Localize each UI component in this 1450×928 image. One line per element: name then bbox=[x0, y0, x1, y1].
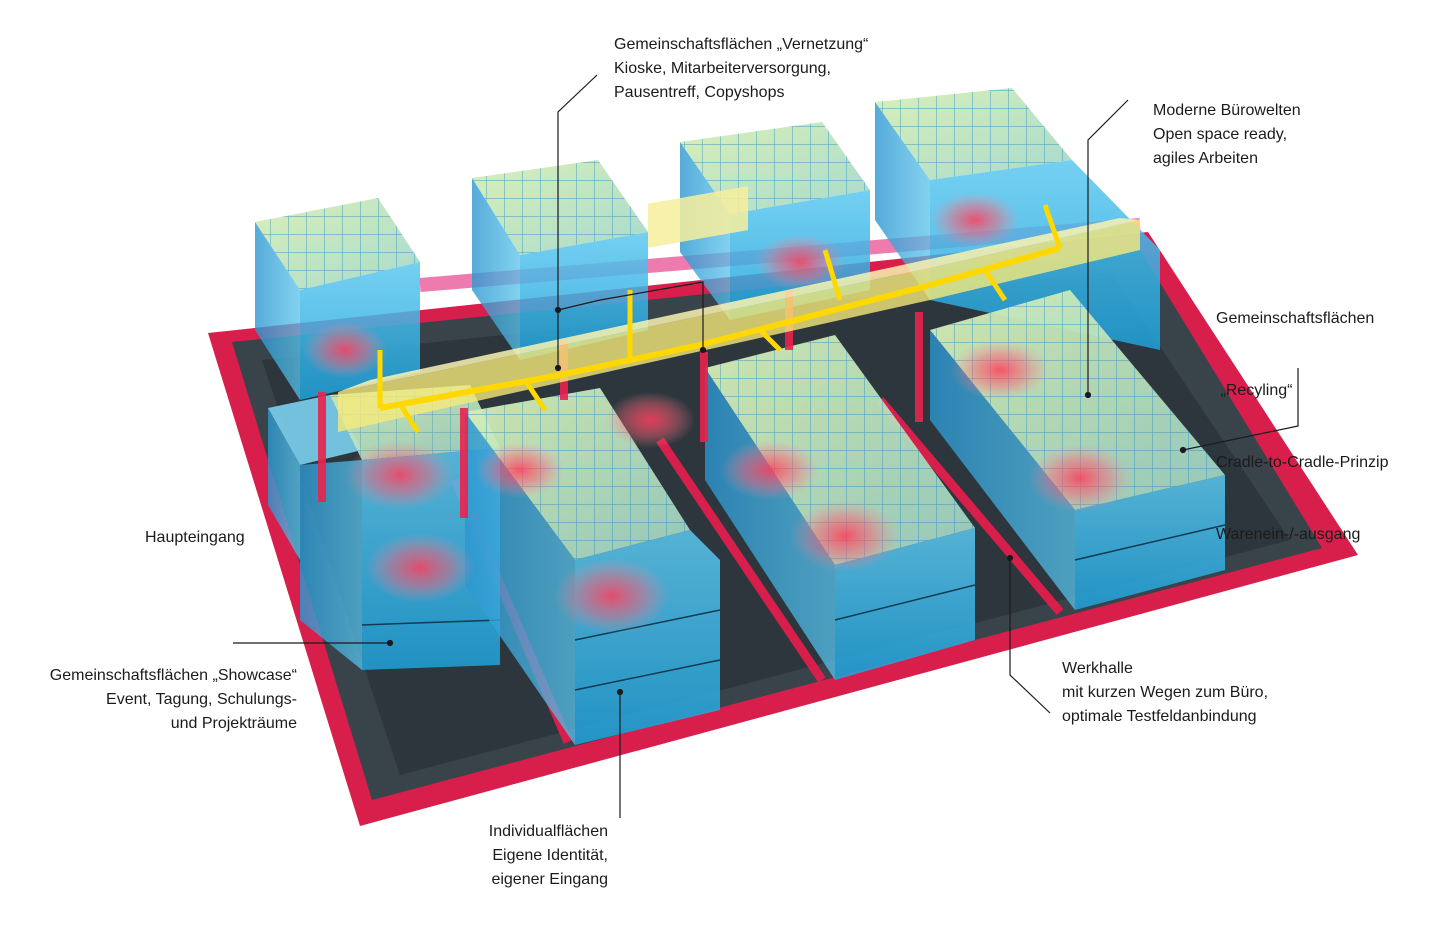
callout-vernetzung-line3: Pausentreff, Copyshops bbox=[614, 84, 785, 101]
callout-individual-line3: eigener Eingang bbox=[491, 871, 608, 888]
bridge-module bbox=[648, 186, 748, 248]
callout-buerowelten: Moderne Bürowelten Open space ready, agi… bbox=[1153, 99, 1301, 171]
heat-spot bbox=[720, 440, 820, 500]
heat-spots bbox=[303, 192, 1132, 634]
callout-recycling-line2: „Recyling“ bbox=[1216, 382, 1293, 399]
back-building-2 bbox=[472, 160, 648, 360]
pillar bbox=[915, 312, 923, 422]
heat-spot bbox=[605, 392, 695, 448]
callout-showcase-line2: Event, Tagung, Schulungs- bbox=[106, 691, 297, 708]
divider-strip-2 bbox=[656, 437, 826, 683]
heat-spot bbox=[950, 340, 1050, 400]
heat-spot bbox=[790, 500, 900, 572]
callout-buerowelten-line3: agiles Arbeiten bbox=[1153, 150, 1258, 167]
heat-spot bbox=[303, 322, 387, 378]
leader-vernetzung bbox=[557, 74, 598, 368]
callout-buerowelten-line2: Open space ready, bbox=[1153, 126, 1288, 143]
callout-individual-line2: Eigene Identität, bbox=[492, 847, 608, 864]
callout-individual: Individualflächen Eigene Identität, eige… bbox=[489, 820, 608, 892]
callout-vernetzung: Gemeinschaftsflächen „Vernetzung“ Kioske… bbox=[614, 33, 868, 105]
callout-werkhalle: Werkhalle mit kurzen Wegen zum Büro, opt… bbox=[1062, 657, 1268, 729]
callout-buerowelten-title: Moderne Bürowelten bbox=[1153, 102, 1301, 119]
heat-spot bbox=[930, 192, 1020, 248]
callout-recycling-title: Gemeinschaftsflächen bbox=[1216, 310, 1375, 327]
heat-spot bbox=[554, 558, 670, 634]
leader-recycling bbox=[1182, 368, 1299, 451]
callout-werkhalle-line3: optimale Testfeldanbindung bbox=[1062, 708, 1257, 725]
connecting-bridge bbox=[338, 186, 1140, 434]
leader-vernetzung-branch bbox=[557, 281, 704, 350]
callout-recycling-line4: Warenein-/-ausgang bbox=[1216, 526, 1361, 543]
callout-werkhalle-title: Werkhalle bbox=[1062, 660, 1133, 677]
callout-recycling: Gemeinschaftsflächen „Recyling“ Cradle-t… bbox=[1216, 259, 1389, 571]
callout-showcase: Gemeinschaftsflächen „Showcase“ Event, T… bbox=[50, 664, 297, 736]
callout-vernetzung-title: Gemeinschaftsflächen „Vernetzung“ bbox=[614, 36, 869, 53]
heat-spot bbox=[1028, 444, 1132, 512]
divider-strip-3 bbox=[876, 397, 1064, 615]
callout-haupteingang: Haupteingang bbox=[145, 526, 245, 550]
callout-vernetzung-line2: Kioske, Mitarbeiterversorgung, bbox=[614, 60, 831, 77]
bridge-rail bbox=[379, 245, 1061, 411]
heat-spot bbox=[365, 533, 475, 603]
pillar bbox=[318, 392, 326, 502]
leader-lines bbox=[233, 74, 1299, 818]
callout-haupteingang-title: Haupteingang bbox=[145, 529, 245, 546]
callout-recycling-line3: Cradle-to-Cradle-Prinzip bbox=[1216, 454, 1389, 471]
bridge-top bbox=[338, 218, 1140, 392]
pillar bbox=[700, 352, 708, 442]
callout-showcase-title: Gemeinschaftsflächen „Showcase“ bbox=[49, 667, 297, 684]
pillar bbox=[460, 408, 468, 518]
callout-showcase-line3: und Projekträume bbox=[170, 715, 297, 732]
heat-spot bbox=[345, 440, 455, 510]
heat-spot bbox=[755, 234, 845, 290]
leader-werkhalle bbox=[1009, 558, 1051, 714]
callout-werkhalle-line2: mit kurzen Wegen zum Büro, bbox=[1062, 684, 1269, 701]
heat-spot bbox=[475, 442, 565, 498]
front-building-3 bbox=[705, 335, 976, 680]
callout-individual-title: Individualflächen bbox=[488, 823, 608, 840]
leader-buerowelten bbox=[1087, 99, 1129, 395]
